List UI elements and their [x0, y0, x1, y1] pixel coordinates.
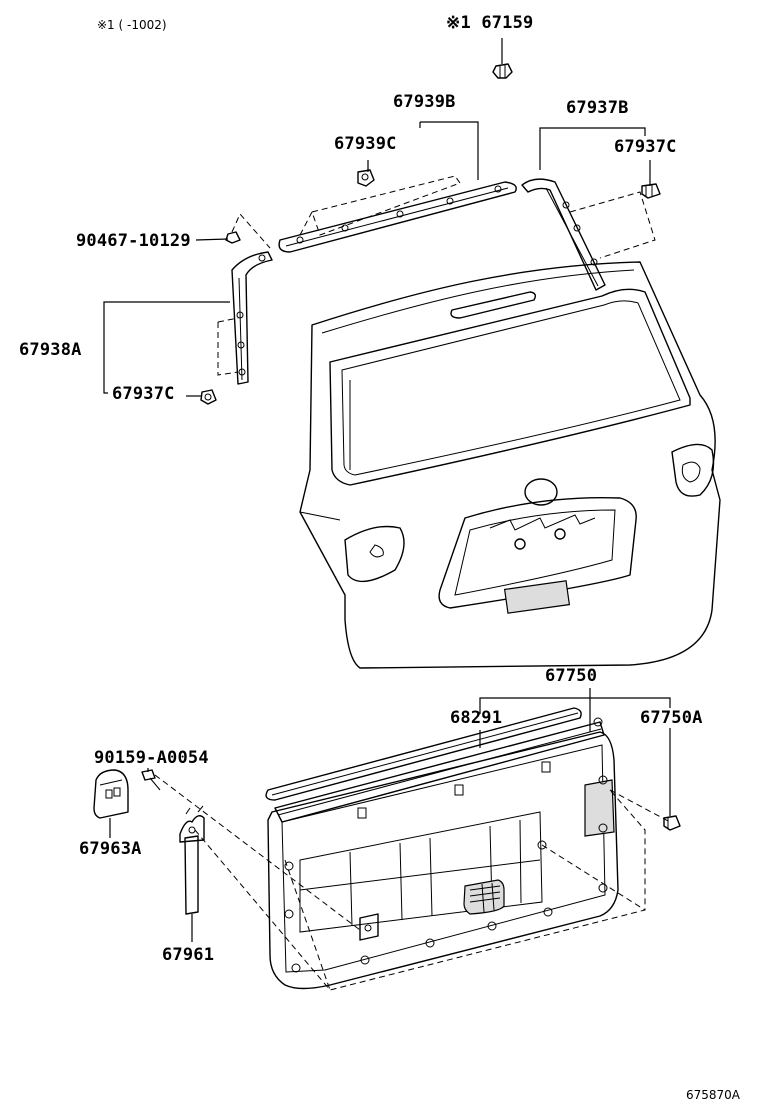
illustration-code: 675870A [686, 1088, 741, 1102]
upper-garnish-67939B [278, 175, 517, 253]
callout-67750: 67750 [545, 666, 598, 686]
door-trim-board [267, 717, 619, 990]
callout-67963A: 67963A [79, 839, 142, 859]
callout-68291: 68291 [450, 708, 503, 728]
clip-67159 [492, 63, 513, 79]
clip-67937C-right [641, 183, 661, 199]
clip-67937C-left [200, 389, 217, 405]
leader-lines-lower [109, 688, 671, 942]
screw-90159-A0054 [141, 769, 161, 791]
alignment-lines-lower [154, 774, 671, 991]
callout-67937B: 67937B [566, 98, 629, 118]
callout-67750A: 67750A [640, 708, 703, 728]
callout-67937C-right: 67937C [614, 137, 677, 157]
trim-68291 [265, 707, 605, 823]
clip-67939C [357, 169, 375, 187]
back-door-panel [299, 261, 721, 669]
callout-67937C-left: 67937C [112, 384, 175, 404]
side-garnish-67937B [521, 178, 656, 291]
stay-67961 [179, 805, 205, 915]
clip-67750A [663, 815, 681, 831]
side-garnish-67938A [217, 213, 273, 385]
production-note: ※1 ( -1002) [97, 18, 167, 32]
callout-90467-10129: 90467-10129 [76, 231, 191, 251]
callout-67939C: 67939C [334, 134, 397, 154]
cover-67963A [93, 769, 129, 819]
callout-67938A: 67938A [19, 340, 82, 360]
callout-67961: 67961 [162, 945, 215, 965]
callout-90159-A0054: 90159-A0054 [94, 748, 209, 768]
leader-lines-upper [103, 38, 651, 397]
callout-67939B: 67939B [393, 92, 456, 112]
callout-67159: ※1 67159 [446, 13, 534, 33]
nut-90467-10129 [225, 231, 241, 244]
